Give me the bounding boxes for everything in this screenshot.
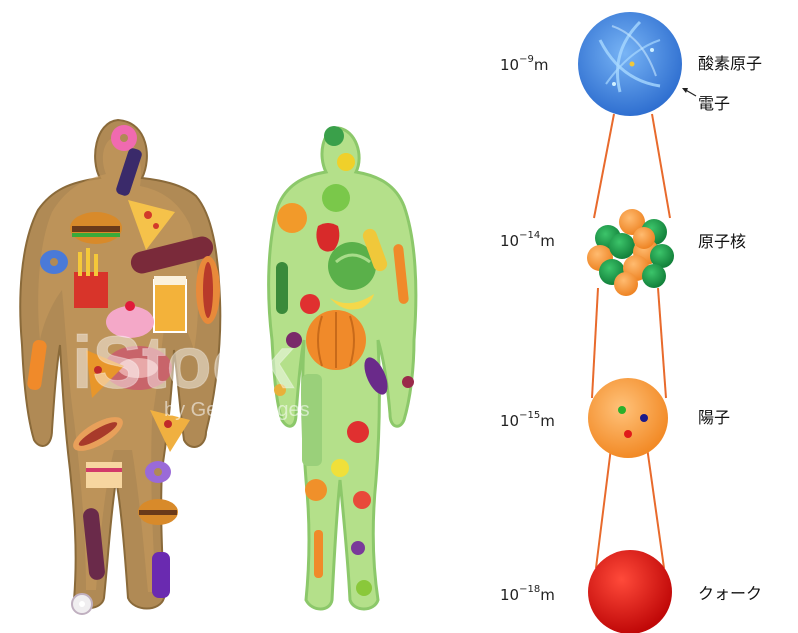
name-nucleus: 原子核 <box>698 228 746 252</box>
proton <box>588 378 668 458</box>
purple-bottle-icon <box>152 552 170 598</box>
grape-icon <box>351 541 365 555</box>
tomato-icon <box>300 294 320 314</box>
fries-icon <box>74 272 108 308</box>
yellow-pepper-icon <box>337 153 355 171</box>
name-quark: クォーク <box>698 580 762 604</box>
quark-green-dot <box>618 406 626 414</box>
zoom-connectors <box>592 114 670 568</box>
quark-blue-dot <box>640 414 648 422</box>
name-proton: 陽子 <box>698 404 730 428</box>
watermark-brand: iStock <box>72 321 295 404</box>
bell-pepper-icon <box>305 479 327 501</box>
scale-label-atom: 10−9m <box>500 56 548 74</box>
beet-icon <box>402 376 414 388</box>
lime-icon <box>356 580 372 596</box>
name-oxygen-atom: 酸素原子 <box>698 50 762 74</box>
cucumber-icon <box>276 262 288 314</box>
scale-label-quark: 10−18m <box>500 586 555 604</box>
scale-label-proton: 10−15m <box>500 412 555 430</box>
apple-icon <box>353 491 371 509</box>
oxygen-atom <box>578 12 682 116</box>
leaf-head-icon <box>324 126 344 146</box>
scale-zoom-diagram <box>578 12 696 633</box>
name-electron: 電子 <box>698 90 730 114</box>
cake-slice-icon <box>86 462 122 488</box>
lettuce-icon <box>322 184 350 212</box>
nucleus-cluster <box>587 209 674 296</box>
quark <box>588 550 672 633</box>
tomato-2-icon <box>347 421 369 443</box>
orange-icon <box>277 203 307 233</box>
watermark-credit: by Getty Images <box>164 399 310 421</box>
quark-red-dot <box>624 430 632 438</box>
carrot-2-icon <box>314 530 323 578</box>
scale-label-nucleus: 10−14m <box>500 232 555 250</box>
lemon-icon <box>331 459 349 477</box>
